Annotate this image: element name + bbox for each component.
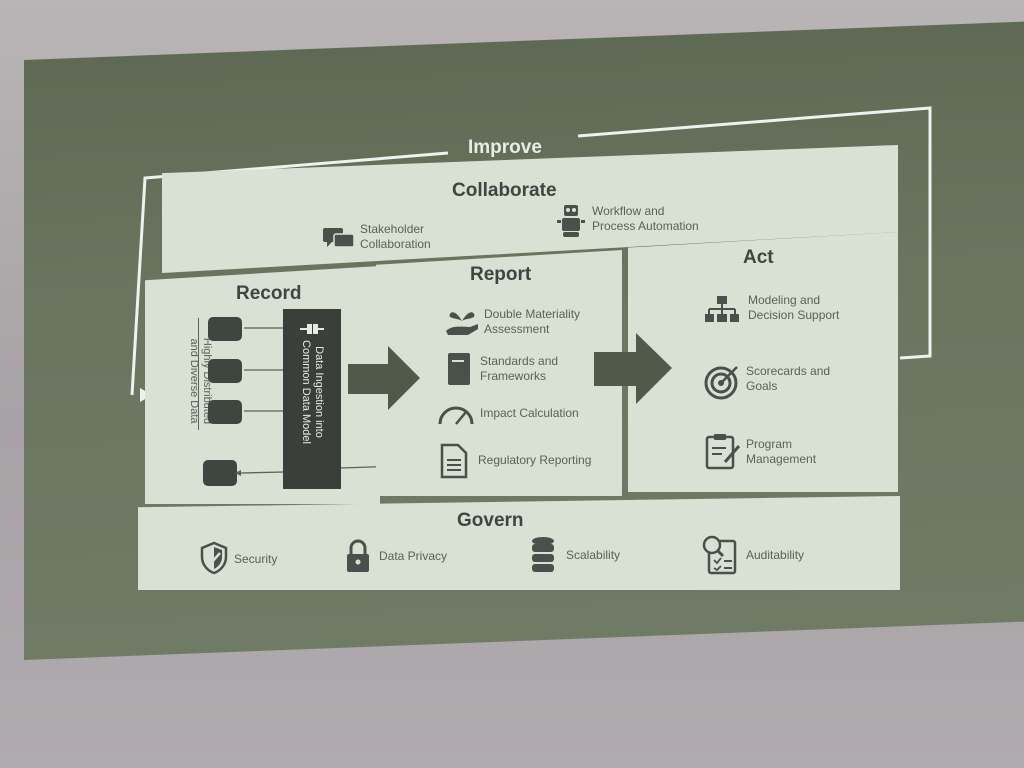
plug-icon bbox=[300, 324, 324, 334]
database-icon bbox=[532, 537, 554, 572]
govern-title: Govern bbox=[457, 510, 524, 531]
org-chart-icon bbox=[705, 296, 739, 322]
chat-bubbles-icon bbox=[323, 228, 355, 248]
document-icon bbox=[440, 443, 468, 479]
report-to-act-arrow bbox=[594, 333, 672, 404]
collaborate-title: Collaborate bbox=[452, 180, 557, 201]
target-icon bbox=[704, 366, 738, 400]
report-panel bbox=[376, 250, 622, 496]
collab-item-workflow: Workflow and Process Automation bbox=[592, 204, 699, 233]
data-ingestion-block: Data Ingestion into Common Data Model bbox=[283, 309, 341, 489]
act-panel bbox=[628, 232, 898, 492]
act-item-program: Program Management bbox=[746, 437, 817, 466]
report-item-standards: Standards and Frameworks bbox=[480, 354, 559, 383]
lock-icon bbox=[347, 539, 369, 572]
report-title: Report bbox=[470, 264, 532, 285]
shield-icon bbox=[200, 541, 228, 575]
plant-hand-icon bbox=[446, 312, 478, 335]
act-item-scorecards: Scorecards and Goals bbox=[746, 364, 831, 393]
act-title: Act bbox=[743, 247, 774, 268]
report-item-regulatory: Regulatory Reporting bbox=[478, 453, 592, 467]
record-to-report-arrow bbox=[348, 346, 420, 410]
report-item-impact: Impact Calculation bbox=[480, 406, 579, 420]
audit-icon bbox=[702, 535, 737, 575]
govern-panel bbox=[138, 496, 900, 590]
act-item-modeling: Modeling and Decision Support bbox=[748, 293, 840, 322]
improve-label: Improve bbox=[468, 137, 542, 158]
gauge-icon bbox=[438, 406, 474, 425]
robot-icon bbox=[557, 205, 585, 237]
book-icon bbox=[448, 353, 470, 385]
report-item-materiality: Double Materiality Assessment bbox=[484, 307, 581, 336]
clipboard-icon bbox=[705, 434, 741, 470]
govern-item-scalability: Scalability bbox=[566, 548, 621, 562]
record-title: Record bbox=[236, 283, 302, 304]
collab-item-stakeholder: Stakeholder Collaboration bbox=[360, 222, 431, 251]
record-divider bbox=[198, 318, 199, 430]
govern-item-privacy: Data Privacy bbox=[379, 549, 448, 563]
govern-item-auditability: Auditability bbox=[746, 548, 805, 562]
govern-item-security: Security bbox=[234, 552, 278, 566]
